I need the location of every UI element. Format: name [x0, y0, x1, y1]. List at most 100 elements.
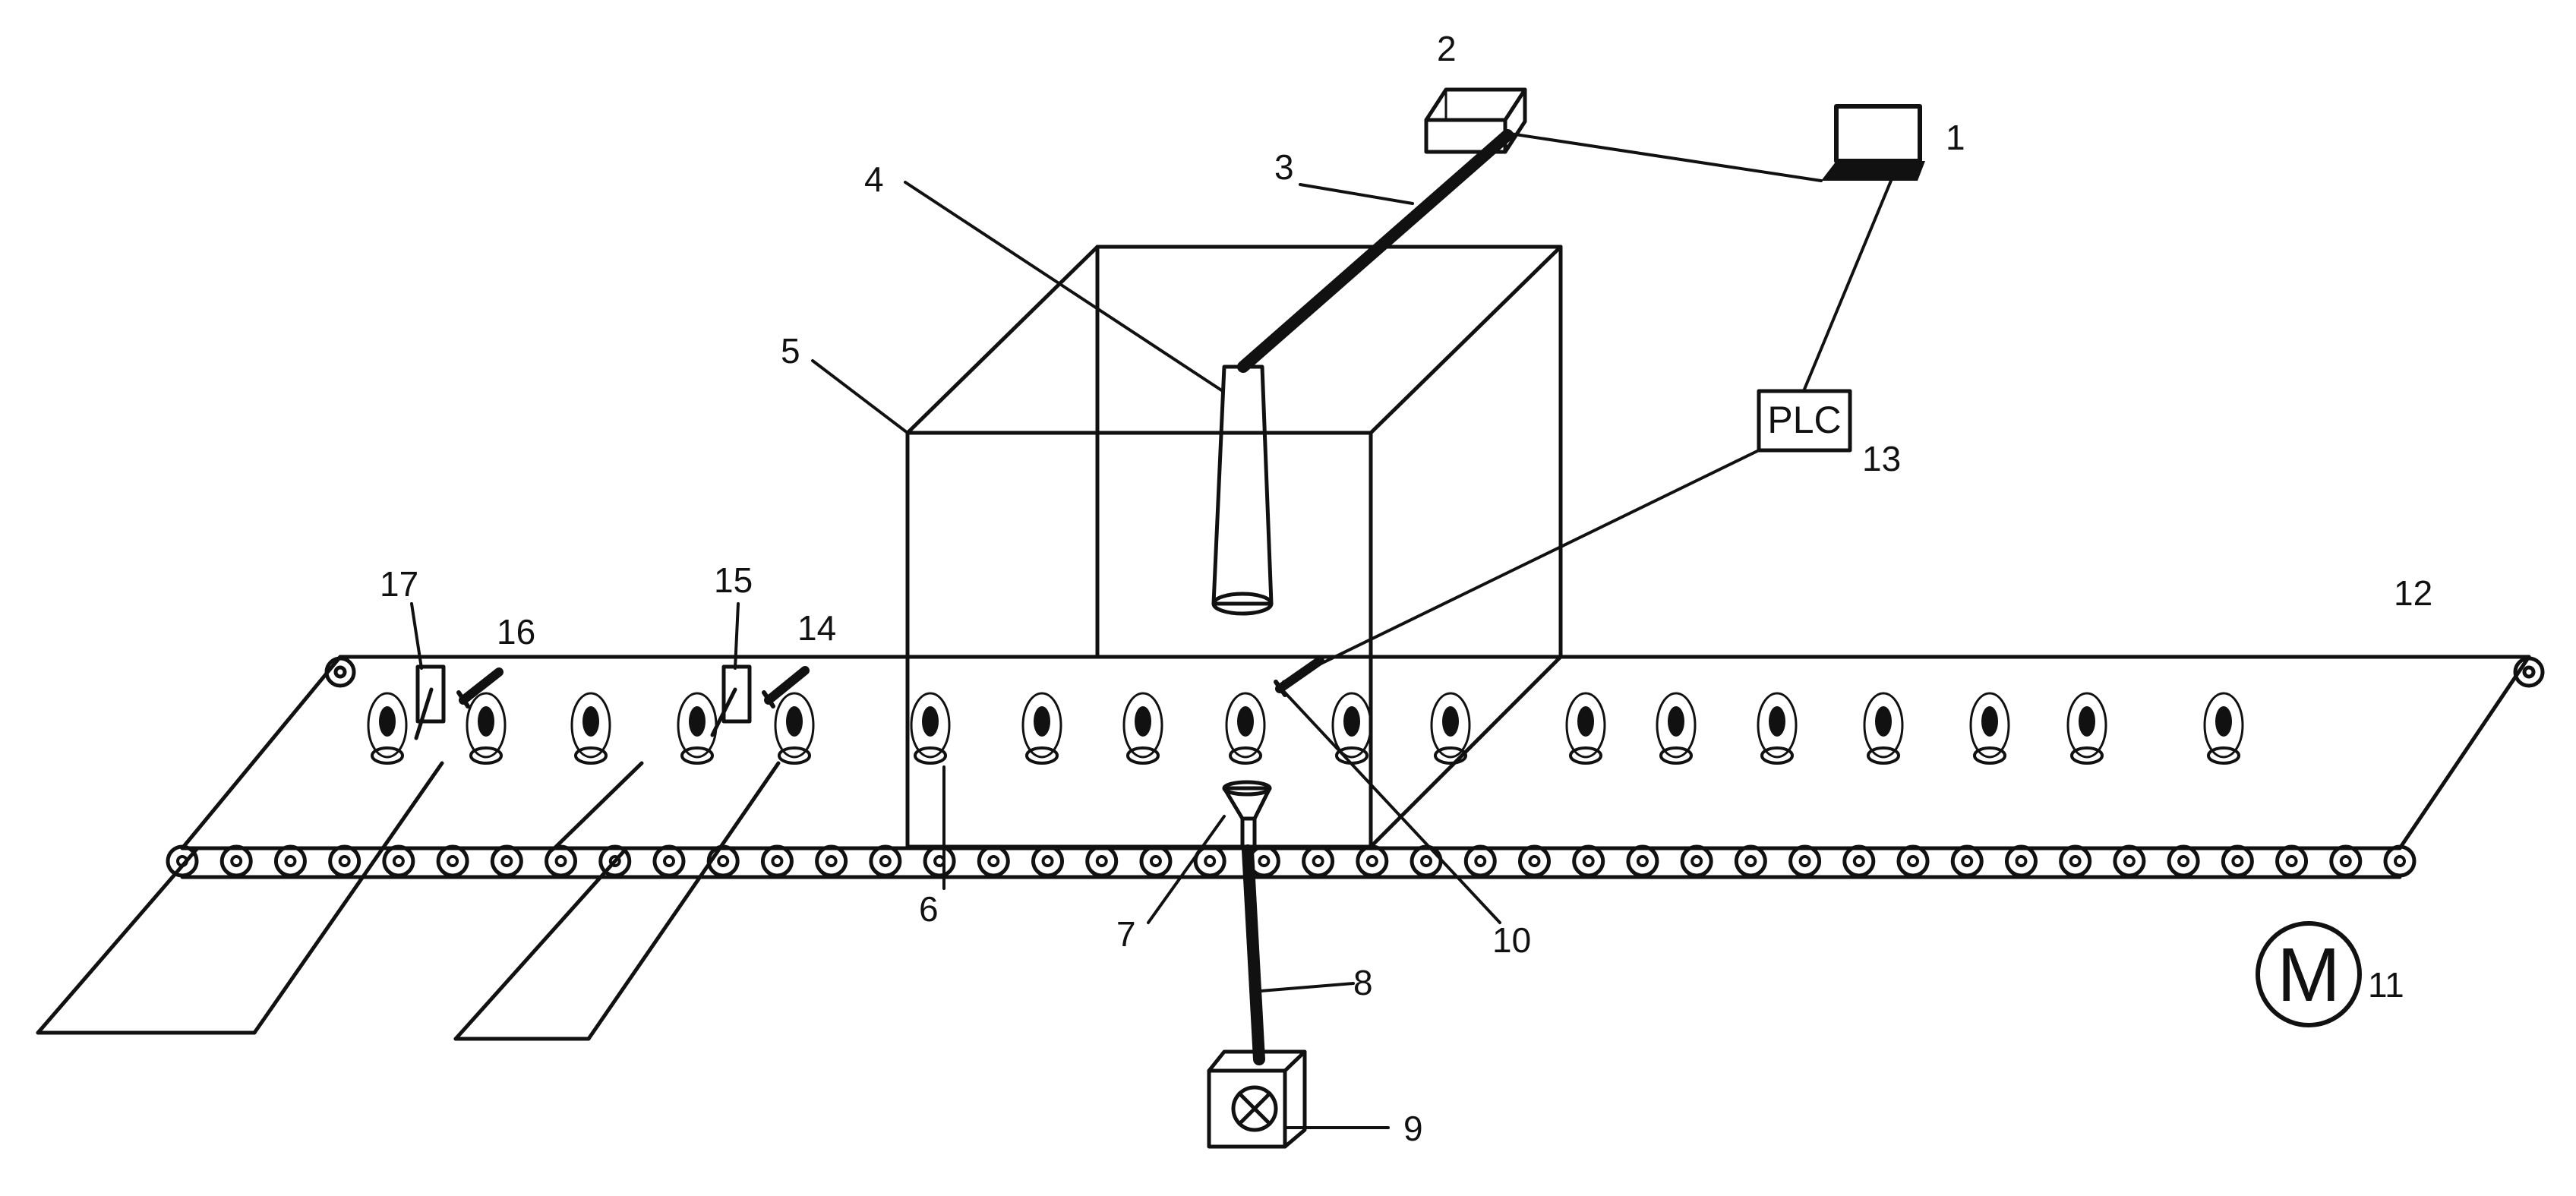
conveyor-roller	[869, 844, 902, 878]
conveyor-roller-axle	[2285, 855, 2298, 867]
conveyor-roller	[328, 844, 361, 878]
reject-flap-15	[710, 664, 752, 737]
callout-6: 6	[919, 889, 939, 929]
conveyor-roller-axle	[1636, 855, 1649, 867]
callout-5: 5	[781, 331, 800, 371]
laptop-icon	[1821, 104, 1925, 181]
conveyor-roller	[815, 844, 848, 878]
egg	[367, 692, 408, 765]
conveyor-roller	[1842, 844, 1876, 878]
callout-9: 9	[1403, 1109, 1423, 1148]
conveyor-roller-axle	[1690, 855, 1703, 867]
conveyor-roller-axle	[825, 855, 838, 867]
conveyor-roller	[1139, 844, 1173, 878]
conveyor-roller	[1950, 844, 1984, 878]
callout-3: 3	[1274, 147, 1294, 187]
conveyor-roller	[1517, 844, 1551, 878]
conveyor-roller	[545, 844, 578, 878]
lens	[1211, 364, 1274, 606]
camera-cable	[1237, 129, 1514, 373]
end-pulley-left	[324, 656, 356, 688]
conveyor-roller	[2275, 844, 2309, 878]
sensor-16	[456, 667, 504, 708]
conveyor-roller	[382, 844, 415, 878]
conveyor-roller-axle	[1041, 855, 1054, 867]
egg	[910, 692, 951, 765]
egg	[774, 692, 815, 765]
conveyor-roller-axle	[554, 855, 567, 867]
conveyor-roller-axle	[2177, 855, 2190, 867]
egg	[2203, 692, 2244, 765]
callout-15: 15	[714, 560, 753, 600]
egg	[1021, 692, 1062, 765]
conveyor-roller	[598, 844, 632, 878]
conveyor-roller-axle	[2015, 855, 2028, 867]
egg	[1863, 692, 1904, 765]
conveyor-roller-axle	[2069, 855, 2082, 867]
callout-16: 16	[497, 612, 535, 652]
dark-box	[905, 245, 1563, 849]
conveyor-roller	[436, 844, 469, 878]
conveyor-roller-axle	[1907, 855, 1920, 867]
conveyor-roller	[652, 844, 686, 878]
egg	[1122, 692, 1163, 765]
egg	[570, 692, 611, 765]
end-pulleys	[324, 656, 2545, 688]
conveyor-roller	[2113, 844, 2146, 878]
conveyor-roller	[2221, 844, 2254, 878]
callout-4: 4	[864, 159, 884, 199]
conveyor-roller	[1031, 844, 1065, 878]
callout-13: 13	[1862, 439, 1901, 478]
callout-11: 11	[2368, 965, 2404, 1005]
conveyor-roller-axle	[717, 855, 730, 867]
egg	[466, 692, 507, 765]
conveyor-roller-axle	[1852, 855, 1865, 867]
conveyor-roller-axle	[1420, 855, 1433, 867]
callout-2: 2	[1437, 29, 1457, 68]
callout-12: 12	[2394, 573, 2432, 613]
conveyor-roller-axle	[662, 855, 675, 867]
conveyor-roller-axle	[1528, 855, 1541, 867]
reject-flap-17	[414, 664, 446, 740]
conveyor-roller-axle	[1365, 855, 1378, 867]
egg	[2066, 692, 2107, 765]
conveyor-roller-axle	[500, 855, 513, 867]
conveyor-roller-axle	[1149, 855, 1162, 867]
conveyor-roller	[1788, 844, 1822, 878]
plc-box	[1757, 389, 1852, 453]
callout-8: 8	[1353, 963, 1373, 1002]
conveyor-roller-axle	[392, 855, 405, 867]
conveyor-roller-axle	[1798, 855, 1811, 867]
callout-1: 1	[1946, 118, 1965, 157]
conveyor-roller-axle	[2394, 855, 2406, 867]
reject-chute-1	[36, 761, 444, 1035]
egg	[1757, 692, 1798, 765]
conveyor-roller	[490, 844, 523, 878]
conveyor-roller-axle	[1204, 855, 1217, 867]
conveyor-roller-axle	[987, 855, 1000, 867]
egg	[677, 692, 718, 765]
light-source-icon	[1222, 780, 1272, 849]
conveyor-roller	[1680, 844, 1713, 878]
egg	[1565, 692, 1606, 765]
conveyor-roller	[760, 844, 794, 878]
conveyor-roller-axle	[771, 855, 784, 867]
conveyor-roller-axle	[230, 855, 243, 867]
conveyor-roller-axle	[1312, 855, 1324, 867]
conveyor-roller	[1572, 844, 1605, 878]
conveyor-roller-axle	[1095, 855, 1108, 867]
conveyor-roller-axle	[1961, 855, 1974, 867]
conveyor-roller	[923, 844, 956, 878]
leader-lines	[410, 181, 1501, 1129]
light-power-box	[1207, 1049, 1307, 1149]
conveyor-roller-axle	[1744, 855, 1757, 867]
conveyor-roller	[1626, 844, 1659, 878]
callout-7: 7	[1116, 914, 1136, 954]
conveyor-roller-axle	[2231, 855, 2244, 867]
conveyor-roller-axle	[1582, 855, 1595, 867]
conveyor-roller	[273, 844, 307, 878]
photoelectric-sensor-icon	[1274, 656, 1324, 697]
callout-labels: 1 2 3 4 5 6 7 8 9 10 11 12 13 14 15 16 1…	[380, 29, 2432, 1148]
callout-10: 10	[1492, 920, 1531, 960]
